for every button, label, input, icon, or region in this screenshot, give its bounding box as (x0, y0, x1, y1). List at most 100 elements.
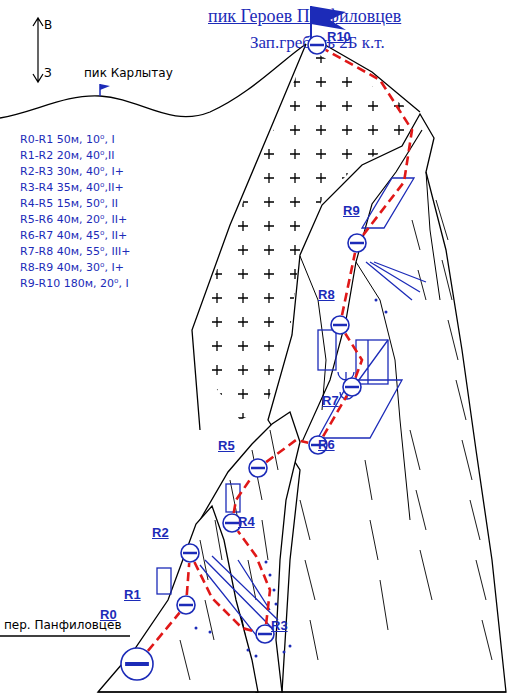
station-label: R2 (152, 525, 169, 540)
flag (100, 84, 110, 90)
route-line (238, 531, 270, 624)
station-label: R10 (327, 29, 351, 44)
route-path (342, 253, 355, 315)
rock-buttress (268, 114, 506, 692)
belay-station: R2 (180, 543, 200, 563)
station-circle (121, 648, 153, 680)
route-path (266, 440, 308, 462)
scree-dots (185, 299, 388, 658)
station-bar (345, 386, 359, 389)
belay-station: R6 (308, 435, 328, 455)
slab-symbol (362, 178, 414, 228)
station-label: R3 (271, 618, 288, 633)
wall-symbol (226, 484, 240, 512)
route-path (187, 563, 189, 595)
title: пик Героев Панфиловцев (208, 6, 401, 27)
pitch-line: R2-R3 30м, 40⁰, I+ (20, 165, 124, 178)
route-line (234, 476, 253, 513)
route-path (238, 531, 270, 624)
peak-name: пик Карлытау (84, 66, 173, 80)
route-path (148, 613, 180, 651)
route-line (187, 563, 189, 595)
horizon-ridge (0, 44, 306, 118)
wall-symbol (157, 568, 171, 594)
station-symbol (307, 35, 327, 55)
station-circle (331, 316, 349, 334)
rock-hatching (300, 200, 492, 660)
station-bar (125, 662, 149, 666)
station-symbol (248, 458, 268, 478)
slab-lines (366, 262, 426, 300)
col-line (0, 635, 130, 636)
station-circle (177, 596, 195, 614)
belay-station: R4 (222, 513, 242, 533)
rock-spur (98, 506, 258, 692)
compass-arrow (33, 18, 43, 82)
station-label: R7 (322, 393, 339, 408)
station-label: R9 (343, 203, 360, 218)
station-bar (310, 44, 324, 47)
route-line (342, 253, 355, 315)
pitch-line: R3-R4 35м, 40⁰,II+ (20, 181, 124, 194)
route-path (234, 476, 253, 513)
pitch-line: R5-R6 40м, 20⁰, II+ (20, 213, 127, 226)
pitch-line: R4-R5 15м, 50⁰, II (20, 197, 118, 210)
station-label: R6 (318, 437, 335, 452)
base-line (98, 692, 506, 693)
station-bar (225, 522, 239, 525)
station-symbol (120, 647, 154, 681)
route-path (326, 50, 412, 235)
pitch-line: R0-R1 50м, 10⁰, I (20, 133, 115, 146)
terrain-symbols (157, 178, 426, 640)
station-circle (343, 378, 361, 396)
belay-station: R3 (255, 624, 275, 644)
station-label: R0 (100, 607, 117, 622)
station-circle (308, 36, 326, 54)
station-label: R5 (218, 438, 235, 453)
station-circle (181, 544, 199, 562)
corner-symbol (356, 340, 388, 384)
belay-station: R1 (176, 595, 196, 615)
station-circle (348, 234, 366, 252)
station-symbol (176, 595, 196, 615)
station-bar (258, 633, 272, 636)
compass-letter: З (44, 66, 52, 80)
route-line (266, 440, 308, 462)
station-bar (333, 324, 347, 327)
belay-station: R9 (347, 233, 367, 253)
belay-station: R10 (307, 35, 327, 55)
pitch-line: R7-R8 40м, 55⁰, III+ (20, 245, 130, 258)
route-path (345, 334, 362, 378)
route-path (194, 562, 255, 632)
belay-station: R7 (342, 377, 362, 397)
compass-letter: В (44, 18, 52, 32)
station-symbol (330, 315, 350, 335)
rock-rib (302, 130, 422, 442)
belay-station: R8 (330, 315, 350, 335)
station-bar (251, 467, 265, 470)
route-line (326, 50, 412, 235)
station-label: R1 (124, 587, 141, 602)
pitch-line: R6-R7 40м, 45⁰, II+ (20, 229, 127, 242)
pitch-line: R8-R9 40м, 30⁰, I+ (20, 261, 124, 274)
station-label: R8 (318, 287, 335, 302)
route-line (148, 613, 180, 651)
wall-symbol (318, 330, 336, 370)
pitch-line: R1-R2 20м, 40⁰,II (20, 149, 114, 162)
station-bar (183, 552, 197, 555)
station-symbol (347, 233, 367, 253)
wall-symbol (356, 340, 388, 384)
pitch-line: R9-R10 180м, 20⁰, I (20, 277, 129, 290)
station-symbol (342, 377, 362, 397)
station-bar (350, 242, 364, 245)
station-circle (249, 459, 267, 477)
route-line (194, 562, 255, 632)
belay-station: R5 (248, 458, 268, 478)
route-line (345, 334, 362, 378)
belay-station: R0 (120, 647, 154, 681)
station-symbol (180, 543, 200, 563)
station-bar (179, 604, 193, 607)
